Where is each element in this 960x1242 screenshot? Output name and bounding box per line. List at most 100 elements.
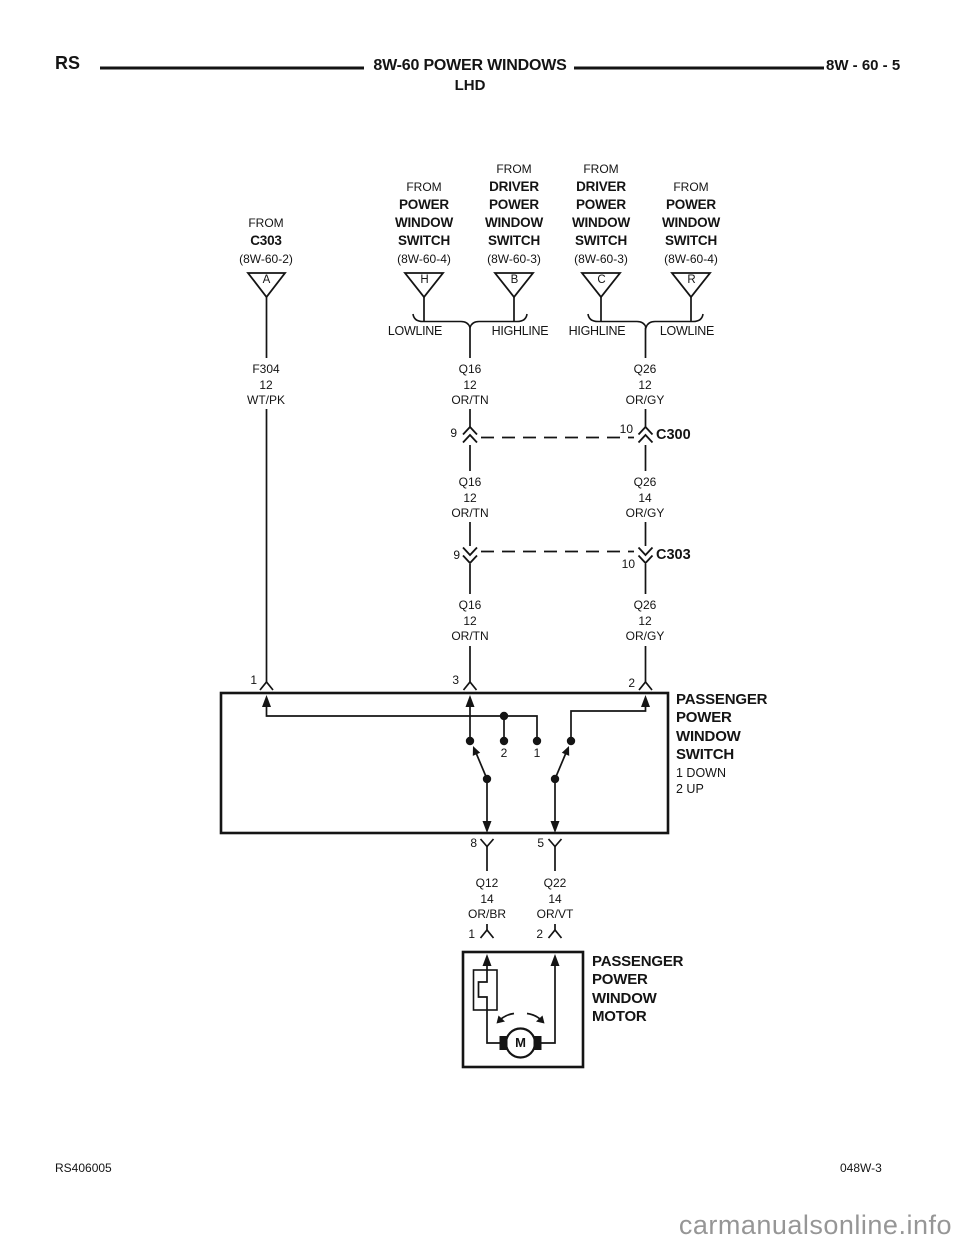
footer-sheet-id: 048W-3 <box>840 1161 882 1175</box>
wire-label-q26-upper: Q26 12 OR/GY <box>600 362 690 409</box>
wire-color: OR/GY <box>625 506 665 520</box>
wire-label-q12: Q12 14 OR/BR <box>442 876 532 923</box>
wire-gauge: 12 <box>259 377 273 392</box>
switch-blade-arrowheads <box>472 746 570 756</box>
switch-top-pin-forks <box>259 680 653 691</box>
motor-symbol <box>499 1027 542 1059</box>
connector-b-line: WINDOW <box>484 215 544 230</box>
connector-c-line: FROM <box>583 162 619 176</box>
motor-rotation-arrows <box>496 1012 545 1024</box>
connector-h-line: WINDOW <box>394 215 454 230</box>
motor-title: PASSENGER POWER WINDOW MOTOR <box>592 953 683 1027</box>
switch-title-line: POWER <box>676 709 732 727</box>
connector-r-line: SWITCH <box>664 233 718 248</box>
switch-box <box>219 691 670 835</box>
wire-gauge: 14 <box>480 891 494 906</box>
c303-pin-10-label: 10 <box>621 557 635 571</box>
wire-color: OR/BR <box>467 907 506 921</box>
wire-circuit: Q16 <box>458 362 482 376</box>
wire-gauge: 12 <box>463 490 477 505</box>
wire-circuit: Q26 <box>633 362 657 376</box>
connector-c-line: DRIVER <box>576 179 626 194</box>
wire-gauge: 12 <box>638 613 652 628</box>
switch-pin-1-label: 1 <box>250 673 257 687</box>
switch-note-down: 1 DOWN <box>676 766 726 780</box>
triangle-stems <box>265 297 692 358</box>
c300-connector <box>462 425 654 444</box>
connector-h-line: POWER <box>398 197 449 212</box>
motor-left-path <box>477 966 502 1044</box>
switch-blade-left <box>475 753 488 780</box>
wire-gauge: 12 <box>638 377 652 392</box>
wire-gauge: 14 <box>638 490 652 505</box>
wire-label-f304: F304 12 WT/PK <box>221 362 311 409</box>
connector-a-line: (8W-60-2) <box>239 252 293 266</box>
switch-bottom-pin-forks <box>479 838 563 848</box>
wire-color: OR/VT <box>536 907 574 921</box>
motor-title-line: WINDOW <box>592 989 657 1007</box>
connector-h-labels: FROM POWER WINDOW SWITCH (8W-60-4) <box>364 178 484 268</box>
switch-blade-right <box>554 753 567 780</box>
wire-gauge: 14 <box>548 891 562 906</box>
connector-b-line: SWITCH <box>487 233 541 248</box>
connector-b-labels: FROM DRIVER POWER WINDOW SWITCH (8W-60-3… <box>454 160 574 268</box>
switch-title: PASSENGER POWER WINDOW SWITCH <box>676 691 767 765</box>
c303-pin-9-label: 9 <box>453 548 460 562</box>
wire-circuit: Q22 <box>543 876 567 890</box>
switch-pin2-line <box>570 707 647 741</box>
connector-r-pin-letter: R <box>687 274 696 286</box>
switch-output-arrowheads <box>482 821 560 833</box>
wire-color: OR/TN <box>451 506 489 520</box>
wire-circuit: Q16 <box>458 475 482 489</box>
page-subtitle: LHD <box>454 77 486 94</box>
connector-c-line: (8W-60-3) <box>574 252 628 266</box>
motor-title-line: PASSENGER <box>592 953 684 970</box>
motor-title-line: POWER <box>592 971 648 989</box>
motor-top-pin-forks <box>479 928 563 939</box>
switch-pin-5-label: 5 <box>537 836 544 850</box>
c303-label: C303 <box>656 547 691 563</box>
switch-pin-8-label: 8 <box>470 836 477 850</box>
wire-color: OR/GY <box>625 393 665 407</box>
wire-label-q26-lower: Q26 12 OR/GY <box>600 598 690 645</box>
wire-label-q26-mid: Q26 14 OR/GY <box>600 475 690 522</box>
switch-position-notes: 1 DOWN 2 UP <box>676 765 726 797</box>
motor-pin-1-label: 1 <box>468 927 475 941</box>
switch-contact-2-label: 2 <box>500 746 508 760</box>
connector-h-pin-letter: H <box>420 274 429 286</box>
connector-r-labels: FROM POWER WINDOW SWITCH (8W-60-4) <box>631 178 751 268</box>
connector-b-line: (8W-60-3) <box>487 252 541 266</box>
c300-pin-9-label: 9 <box>450 426 457 440</box>
switch-feed-line <box>265 707 538 741</box>
switch-title-line: WINDOW <box>676 727 741 745</box>
connector-h-line: SWITCH <box>397 233 451 248</box>
switch-output-lines <box>486 779 556 822</box>
bus-label-highline-right: HIGHLINE <box>568 324 626 338</box>
wire-label-q16-lower: Q16 12 OR/TN <box>425 598 515 645</box>
switch-note-up: 2 UP <box>676 782 704 796</box>
connector-h-line: FROM <box>406 180 442 194</box>
switch-title-line: SWITCH <box>676 746 734 764</box>
wire-label-q22: Q22 14 OR/VT <box>510 876 600 923</box>
motor-pin-2-label: 2 <box>536 927 543 941</box>
wire-color: OR/TN <box>451 393 489 407</box>
page-title: 8W-60 POWER WINDOWS <box>373 57 567 74</box>
wire-circuit: Q16 <box>458 598 482 612</box>
connector-b-pin-letter: B <box>510 274 519 286</box>
top-connector-triangles <box>246 272 712 299</box>
connector-a-line: FROM <box>248 216 284 230</box>
connector-c-pin-letter: C <box>597 274 606 286</box>
wire-color: OR/GY <box>625 629 665 643</box>
wire-gauge: 12 <box>463 377 477 392</box>
switch-contact-dots <box>465 711 576 784</box>
connector-a-line: C303 <box>250 233 282 248</box>
bus-label-highline-left: HIGHLINE <box>491 324 549 338</box>
wire-label-q16-upper: Q16 12 OR/TN <box>425 362 515 409</box>
motor-box <box>461 950 585 1069</box>
connector-a-labels: FROM C303 (8W-60-2) <box>206 214 326 268</box>
connector-c-line: POWER <box>575 197 626 212</box>
connector-r-line: (8W-60-4) <box>664 252 718 266</box>
connector-a-pin-letter: A <box>262 274 271 286</box>
